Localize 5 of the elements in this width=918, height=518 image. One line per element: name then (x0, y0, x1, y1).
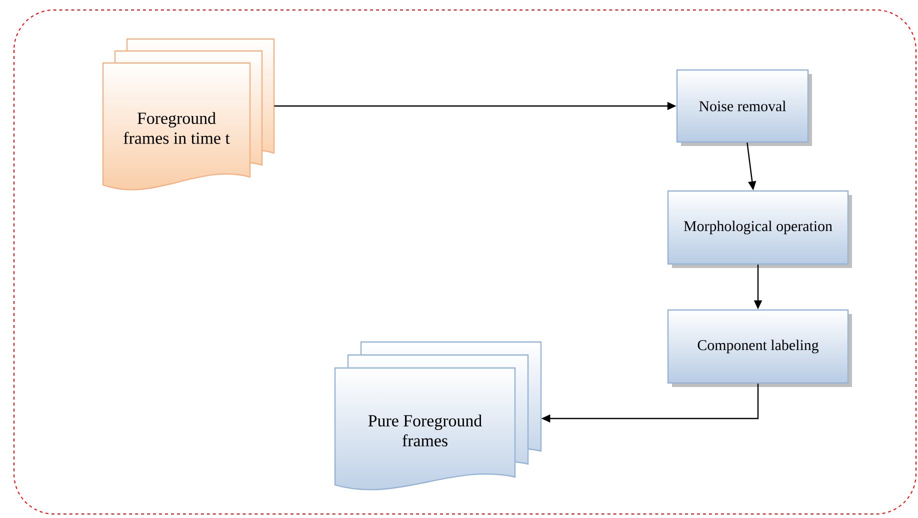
process-box: Component labeling (667, 309, 852, 387)
document-stack: Pure Foreground frames (334, 341, 542, 490)
document-stack: Foreground frames in time t (102, 38, 275, 190)
process-box: Noise removal (676, 69, 812, 146)
process-box: Morphological operation (667, 190, 852, 268)
